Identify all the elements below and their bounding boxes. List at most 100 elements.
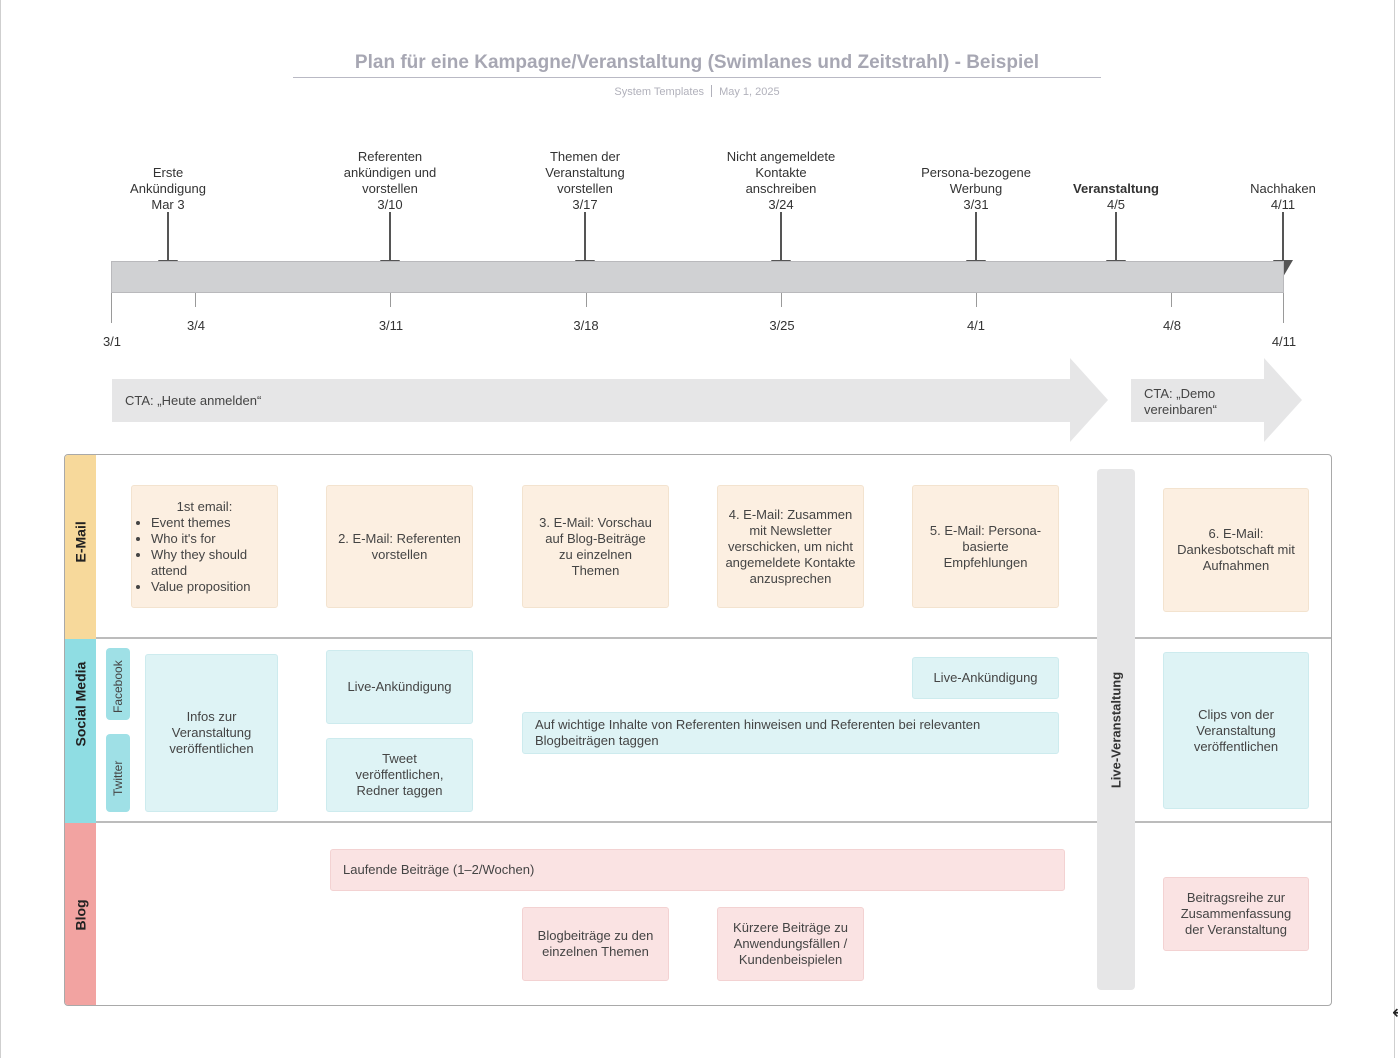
list-item: Why they should attend xyxy=(151,547,273,579)
social-card-clips: Clips von der Veranstaltung veröffentlic… xyxy=(1163,652,1309,809)
card-text: Clips von der Veranstaltung veröffentlic… xyxy=(1193,706,1279,754)
subtitle-separator xyxy=(711,85,713,97)
lane-social-tab: Social Media xyxy=(65,639,96,823)
email-card-4: 4. E-Mail: Zusammen mit Newsletter versc… xyxy=(717,485,864,608)
milestone-date: 4/5 xyxy=(1106,197,1126,212)
sublane-twitter-label: Twitter xyxy=(111,760,125,796)
milestone-text: Nachhaken xyxy=(1250,181,1316,196)
milestone-date: 3/10 xyxy=(377,197,403,212)
social-card-infos: Infos zur Veranstaltung veröffentlichen xyxy=(145,654,278,812)
list-item: Who it's for xyxy=(151,531,273,547)
card-text: 4. E-Mail: Zusammen mit Newsletter versc… xyxy=(725,506,856,586)
timeline-tick xyxy=(1171,293,1172,307)
cta-arrow-after xyxy=(1131,379,1265,422)
timeline-tick-start xyxy=(111,293,112,323)
milestone-text: Veranstaltung xyxy=(1073,181,1159,196)
live-event-column: Live-Veranstaltung xyxy=(1097,469,1135,990)
timeline-tick xyxy=(586,293,587,307)
lane-blog-label: Blog xyxy=(72,899,89,931)
milestone-date: 3/24 xyxy=(768,197,794,212)
timeline-tick xyxy=(195,293,196,307)
sublane-facebook-tab: Facebook xyxy=(106,648,130,720)
milestone-text: anschreiben xyxy=(745,181,817,196)
title-underline xyxy=(293,77,1101,78)
milestone-2-line xyxy=(389,212,391,262)
blog-card-running-posts: Laufende Beiträge (1–2/Wochen) xyxy=(330,849,1065,891)
page-title: Plan für eine Kampagne/Veranstaltung (Sw… xyxy=(354,52,1040,73)
cta-arrow-main-head xyxy=(1070,358,1108,442)
timeline-tick-label: 4/8 xyxy=(1162,318,1182,333)
card-text: 5. E-Mail: Persona-basierte Empfehlungen xyxy=(929,522,1042,570)
email-card-2: 2. E-Mail: Referenten vorstellen xyxy=(326,485,473,608)
live-event-label: Live-Veranstaltung xyxy=(1108,671,1124,788)
email-card-1-content: 1st email: Event themes Who it's for Why… xyxy=(136,499,273,595)
timeline-end-label: 4/11 xyxy=(1271,334,1297,349)
card-text: Live-Ankündigung xyxy=(933,670,1038,685)
card-text: 6. E-Mail: Dankesbotschaft mit Aufnahmen xyxy=(1177,526,1295,573)
sublane-facebook-label: Facebook xyxy=(111,660,125,713)
card-text: Tweet veröffentlichen, Redner taggen xyxy=(355,751,444,798)
email-card-6: 6. E-Mail: Dankesbotschaft mit Aufnahmen xyxy=(1163,488,1309,612)
social-card-live-announcement-1: Live-Ankündigung xyxy=(326,650,473,724)
card-text: 3. E-Mail: Vorschau auf Blog-Beiträge zu… xyxy=(539,514,652,578)
milestone-text: Werbung xyxy=(949,181,1003,196)
social-card-speaker-content: Auf wichtige Inhalte von Referenten hinw… xyxy=(522,712,1059,754)
milestone-3-label: Themen der Veranstaltung vorstellen 3/17 xyxy=(505,149,665,213)
timeline-bar xyxy=(111,261,1284,293)
timeline-tick xyxy=(781,293,782,307)
milestone-text: Persona-bezogene xyxy=(921,165,1031,180)
card-text: Live-Ankündigung xyxy=(347,679,452,694)
card-text: Auf wichtige Inhalte von Referenten hinw… xyxy=(535,717,981,748)
email-card-1-list: Event themes Who it's for Why they shoul… xyxy=(136,515,273,595)
milestone-text: ankündigen und xyxy=(343,165,437,180)
blog-card-use-cases: Kürzere Beiträge zu Anwendungsfällen / K… xyxy=(717,907,864,981)
list-item: Event themes xyxy=(151,515,273,531)
milestone-text: vorstellen xyxy=(362,181,418,196)
milestone-text: Kontakte xyxy=(755,165,807,180)
milestone-date: Mar 3 xyxy=(151,197,185,212)
social-card-tweet: Tweet veröffentlichen, Redner taggen xyxy=(326,738,473,812)
date-label: May 1, 2025 xyxy=(719,86,780,98)
milestone-1-line xyxy=(167,212,169,262)
timeline-tick-label: 4/1 xyxy=(966,318,986,333)
card-text: Kürzere Beiträge zu Anwendungsfällen / K… xyxy=(733,920,848,967)
cta-after-label: CTA: „Demo vereinbaren“ xyxy=(1144,386,1217,417)
lane-email-tab: E-Mail xyxy=(65,455,96,639)
timeline-tick xyxy=(976,293,977,307)
timeline-start-label: 3/1 xyxy=(102,334,122,349)
milestone-5-label: Persona-bezogene Werbung 3/31 xyxy=(896,165,1056,213)
sublane-twitter-tab: Twitter xyxy=(106,734,130,812)
cta-arrow-main xyxy=(112,379,1070,422)
milestone-text: Referenten xyxy=(357,149,423,164)
milestone-text: Ankündigung xyxy=(130,181,206,196)
email-card-1: 1st email: Event themes Who it's for Why… xyxy=(131,485,278,608)
milestone-4-label: Nicht angemeldete Kontakte anschreiben 3… xyxy=(701,149,861,213)
card-text: Infos zur Veranstaltung veröffentlichen xyxy=(169,709,254,756)
email-card-3: 3. E-Mail: Vorschau auf Blog-Beiträge zu… xyxy=(522,485,669,608)
milestone-3-line xyxy=(584,212,586,262)
milestone-2-label: Referenten ankündigen und vorstellen 3/1… xyxy=(310,149,470,213)
email-card-5: 5. E-Mail: Persona-basierte Empfehlungen xyxy=(912,485,1059,608)
timeline-tick-label: 3/4 xyxy=(186,318,206,333)
timeline-tick xyxy=(390,293,391,307)
lane-social-label: Social Media xyxy=(72,661,89,747)
milestone-6-label: Veranstaltung 4/5 xyxy=(1036,181,1196,213)
timeline-tick-label: 3/18 xyxy=(573,318,599,333)
milestone-text: Erste xyxy=(152,165,184,180)
lane-email-label: E-Mail xyxy=(72,521,89,563)
source-label: System Templates xyxy=(614,86,705,98)
milestone-6-line xyxy=(1115,212,1117,262)
milestone-text: vorstellen xyxy=(557,181,613,196)
milestone-date: 4/11 xyxy=(1270,197,1296,212)
milestone-4-line xyxy=(780,212,782,262)
milestone-7-label: Nachhaken 4/11 xyxy=(1203,181,1363,213)
list-item: Value proposition xyxy=(151,579,273,595)
milestone-date: 3/31 xyxy=(963,197,989,212)
timeline-tick-label: 3/11 xyxy=(378,318,404,333)
lane-blog-tab: Blog xyxy=(65,823,96,1005)
cta-arrow-after-head xyxy=(1264,358,1302,442)
milestone-text: Themen der xyxy=(549,149,621,164)
milestone-5-line xyxy=(975,212,977,262)
social-card-live-announcement-2: Live-Ankündigung xyxy=(912,657,1059,699)
